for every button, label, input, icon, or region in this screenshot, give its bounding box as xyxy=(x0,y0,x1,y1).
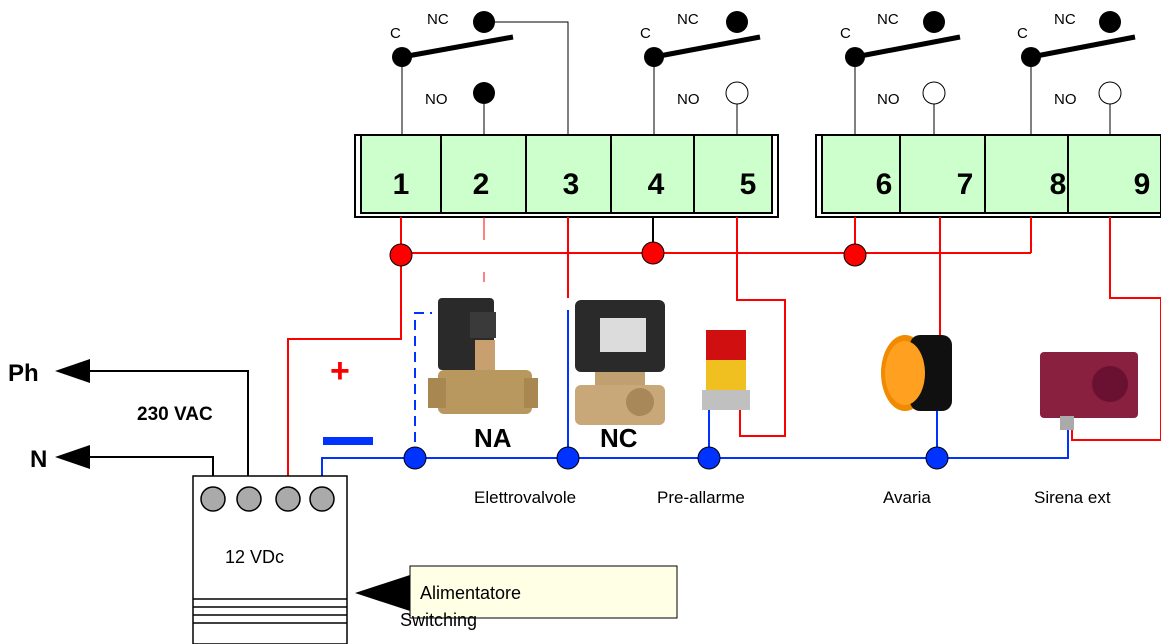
positive-junction-2 xyxy=(641,241,665,265)
fault-device-label: Avaria xyxy=(883,488,931,507)
valve-na-label: NA xyxy=(474,423,512,453)
relay-1-c-contact xyxy=(392,47,412,67)
relay-2: C NC NO xyxy=(640,11,761,135)
solenoid-valve-na-image xyxy=(428,298,538,414)
siren-device-label: Sirena ext xyxy=(1034,488,1111,507)
fault-lamp-image xyxy=(881,335,952,411)
relay-1-nc-label: NC xyxy=(427,11,449,28)
relay-4-nc-contact xyxy=(1099,11,1121,33)
prealarm-device-label: Pre-allarme xyxy=(657,488,745,507)
relay-2-c-label: C xyxy=(640,25,651,42)
psu-terminal-ph xyxy=(236,486,262,512)
relay-1-no-contact xyxy=(473,82,495,104)
relay-2-no-label: NO xyxy=(677,91,700,108)
terminal-2-label: 2 xyxy=(473,168,490,201)
relay-4-no-contact xyxy=(1098,81,1122,105)
negative-junction-3 xyxy=(697,446,721,470)
neutral-arrow-icon xyxy=(55,445,90,469)
relay-3-no-label: NO xyxy=(877,91,900,108)
negative-junction-4 xyxy=(925,446,949,470)
negative-junction-1 xyxy=(403,446,427,470)
solenoid-valve-nc-image xyxy=(575,300,665,425)
neutral-label: N xyxy=(30,446,47,473)
relay-1-c-label: C xyxy=(390,25,401,42)
positive-wiring xyxy=(287,217,1161,485)
relay-4: C NC NO xyxy=(1017,11,1136,135)
psu-terminal-minus xyxy=(309,486,335,512)
relay-3-nc-label: NC xyxy=(877,11,899,28)
relay-2-no-contact xyxy=(725,81,749,105)
external-siren-image xyxy=(1040,352,1138,430)
relay-3-c-contact xyxy=(845,47,865,67)
minus-sign xyxy=(323,437,373,445)
terminal-5-label: 5 xyxy=(740,168,757,201)
terminal-block-left: 1 2 3 4 5 xyxy=(354,134,779,218)
terminal-8-label: 8 xyxy=(1050,168,1067,201)
plus-sign: + xyxy=(330,352,350,390)
terminal-7-label: 7 xyxy=(957,168,974,201)
output-voltage-label: 12 VDc xyxy=(225,547,284,567)
terminal-block-right: 6 7 8 9 xyxy=(815,134,1161,218)
supply-label-box xyxy=(409,565,678,619)
phase-label: Ph xyxy=(8,360,39,387)
relay-2-c-contact xyxy=(644,47,664,67)
positive-junction-3 xyxy=(843,243,867,267)
supply-label-line1: Alimentatore xyxy=(420,583,521,603)
relay-3-no-contact xyxy=(922,81,946,105)
psu-terminal-plus xyxy=(275,486,301,512)
relay-1-no-label: NO xyxy=(425,91,448,108)
terminal-1-label: 1 xyxy=(393,168,410,201)
relay-1-nc-contact xyxy=(473,11,495,33)
supply-label-line2: Switching xyxy=(400,610,477,630)
valve-nc-label: NC xyxy=(600,423,638,453)
relay-3-c-label: C xyxy=(840,25,851,42)
relay-4-nc-label: NC xyxy=(1054,11,1076,28)
power-supply-unit: 12 VDc xyxy=(192,475,348,644)
terminal-9-label: 9 xyxy=(1134,168,1151,201)
supply-pointer-arrow-icon xyxy=(355,575,410,611)
terminal-6-label: 6 xyxy=(876,168,893,201)
relay-3: C NC NO xyxy=(840,11,961,135)
valves-device-label: Elettrovalvole xyxy=(474,488,576,507)
mains-wiring xyxy=(88,370,249,485)
relay-2-nc-label: NC xyxy=(677,11,699,28)
relay-3-nc-contact xyxy=(923,11,945,33)
negative-junction-2 xyxy=(556,446,580,470)
prealarm-beacon-image xyxy=(702,330,750,410)
phase-arrow-icon xyxy=(55,359,90,383)
positive-junction-1 xyxy=(389,243,413,267)
relay-1: C NC NO xyxy=(390,11,569,135)
relay-4-c-label: C xyxy=(1017,25,1028,42)
relay-4-no-label: NO xyxy=(1054,91,1077,108)
psu-terminal-n xyxy=(200,486,226,512)
input-voltage-label: 230 VAC xyxy=(137,404,213,425)
terminal-3-label: 3 xyxy=(563,168,580,201)
relay-4-c-contact xyxy=(1021,47,1041,67)
relay-2-nc-contact xyxy=(726,11,748,33)
terminal-4-label: 4 xyxy=(648,168,665,201)
